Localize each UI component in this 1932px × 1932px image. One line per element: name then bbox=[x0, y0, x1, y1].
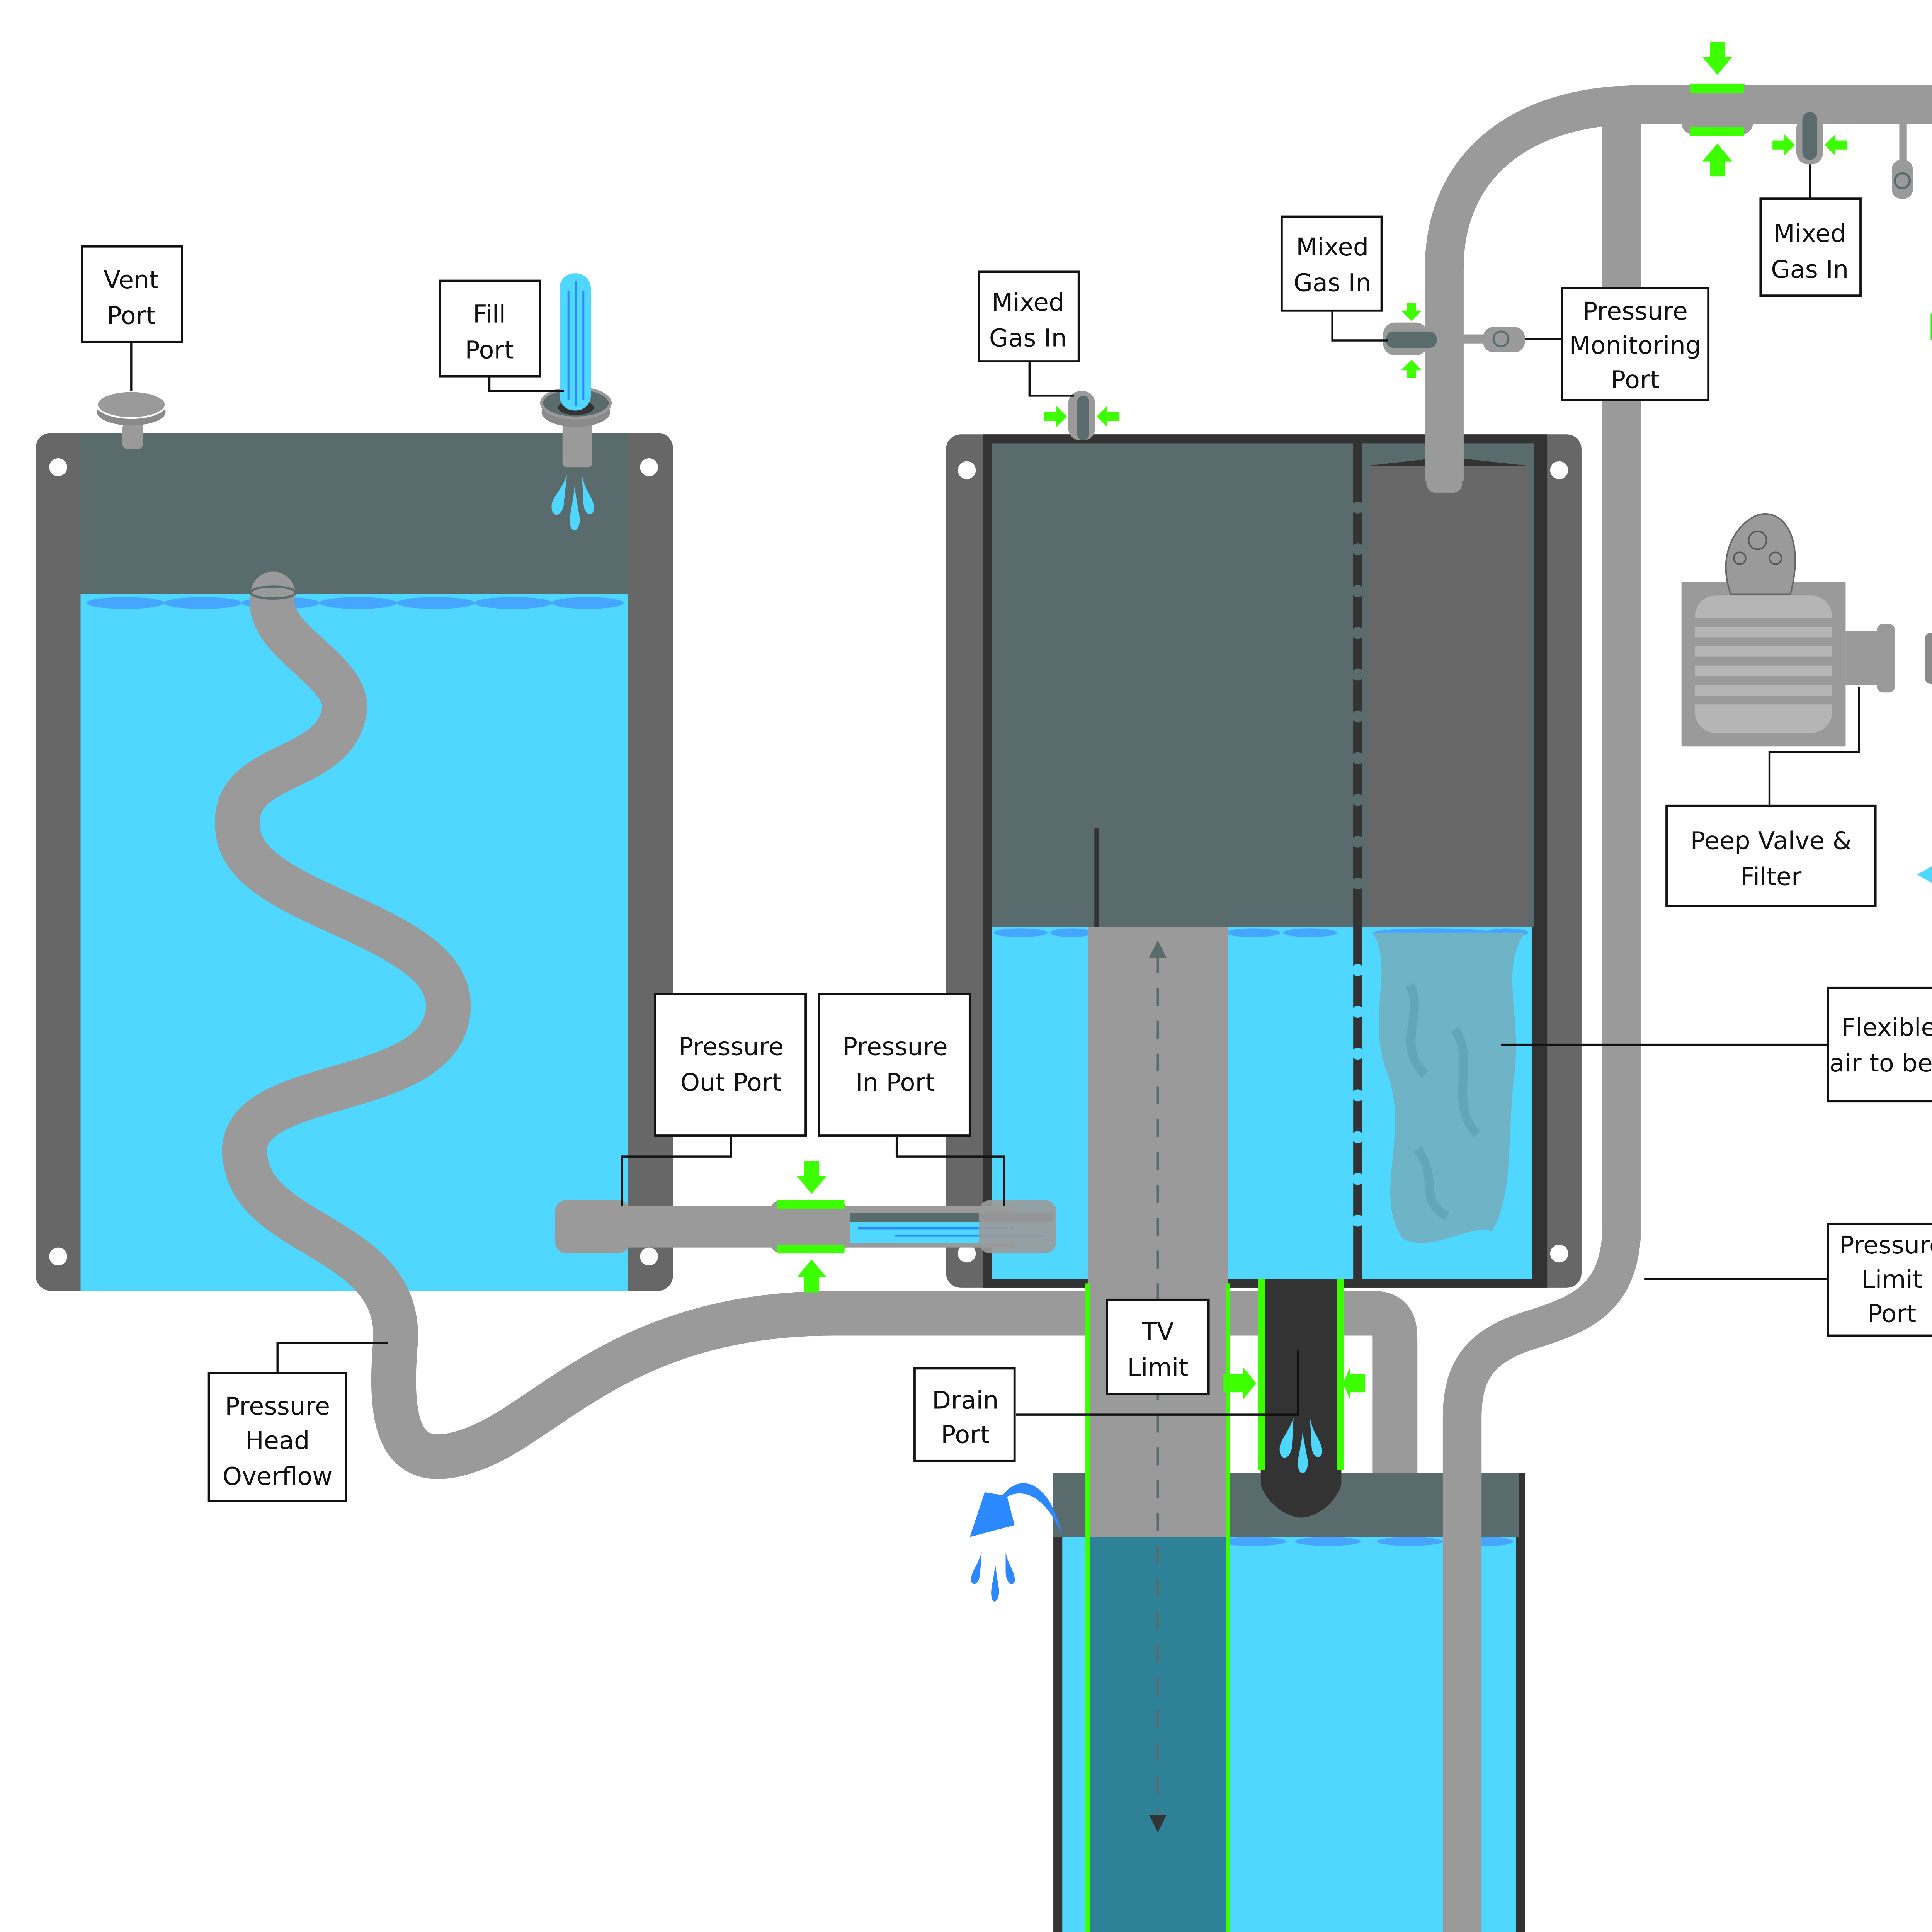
arrow-up-icon bbox=[1149, 940, 1167, 958]
gauge-icon bbox=[1492, 330, 1510, 347]
svg-text:Vent: Vent bbox=[104, 266, 159, 294]
mixed-gas-in-chamber[interactable] bbox=[1044, 391, 1119, 440]
svg-text:air to be inspired by patient: air to be inspired by patient bbox=[1830, 1049, 1932, 1078]
bag-air-section bbox=[1368, 466, 1528, 927]
mounting-holes bbox=[49, 458, 658, 1265]
label-fill-port: Fill Port bbox=[439, 279, 541, 378]
label-peep-valve: Peep Valve & Filter bbox=[1665, 804, 1877, 907]
mixed-gas-in-bag[interactable] bbox=[1383, 303, 1437, 378]
svg-text:TV: TV bbox=[1141, 1318, 1174, 1346]
label-mixed-gas-in-bag: Mixed Gas In bbox=[1280, 215, 1383, 312]
svg-text:Peep Valve &: Peep Valve & bbox=[1690, 827, 1852, 855]
svg-text:Port: Port bbox=[1867, 1300, 1916, 1328]
curved-arrow-icon bbox=[969, 1483, 1063, 1602]
label-vent-port: Vent Port bbox=[81, 245, 183, 343]
arrow-down-icon bbox=[1149, 1814, 1167, 1833]
svg-text:Out Port: Out Port bbox=[680, 1068, 782, 1097]
svg-text:Pressure: Pressure bbox=[225, 1392, 330, 1421]
label-pressure-monitoring-port: Pressure Monitoring Port bbox=[1561, 287, 1710, 401]
svg-text:Limit: Limit bbox=[1861, 1265, 1922, 1294]
svg-text:Head: Head bbox=[245, 1427, 310, 1455]
label-drain-port: Drain Port bbox=[913, 1367, 1016, 1462]
svg-text:Port: Port bbox=[1611, 366, 1660, 395]
svg-text:Mixed: Mixed bbox=[992, 288, 1064, 317]
svg-text:Gas In: Gas In bbox=[989, 324, 1067, 352]
svg-text:In Port: In Port bbox=[855, 1068, 935, 1097]
svg-text:Mixed: Mixed bbox=[1774, 219, 1846, 248]
label-mixed-gas-in-chamber: Mixed Gas In bbox=[978, 270, 1080, 362]
label-pressure-in-port: Pressure In Port bbox=[818, 993, 971, 1137]
pressure-limit-pipe bbox=[1442, 119, 1641, 1932]
label-pressure-head-overflow: Pressure Head Overflow bbox=[207, 1372, 347, 1502]
ventilator-chamber bbox=[946, 434, 1582, 1288]
label-pressure-out-port: Pressure Out Port bbox=[654, 993, 807, 1137]
mounting-holes bbox=[957, 461, 1568, 1263]
exhale-direction-arrow-icon bbox=[1917, 866, 1932, 883]
inhalation-valve[interactable] bbox=[1681, 42, 1753, 177]
pressure-head-tank bbox=[36, 433, 673, 1291]
leader-lines bbox=[130, 164, 1860, 1416]
pressure-out-port[interactable] bbox=[555, 1200, 630, 1254]
water-drops-icon bbox=[1279, 1417, 1322, 1473]
svg-text:Monitoring: Monitoring bbox=[1570, 332, 1701, 360]
svg-text:Pressure: Pressure bbox=[1839, 1231, 1932, 1260]
pressure-in-port[interactable] bbox=[979, 1200, 1056, 1254]
vent-port[interactable] bbox=[96, 390, 167, 449]
gauge-icon[interactable] bbox=[1892, 119, 1913, 199]
svg-text:Overflow: Overflow bbox=[223, 1463, 332, 1491]
overflow-hose-return bbox=[1074, 1291, 1418, 1515]
svg-text:Gas In: Gas In bbox=[1294, 269, 1371, 298]
svg-text:Limit: Limit bbox=[1127, 1354, 1188, 1382]
peep-valve-filter[interactable] bbox=[1681, 513, 1932, 747]
svg-text:Drain: Drain bbox=[932, 1386, 998, 1415]
drain-port[interactable] bbox=[1223, 1279, 1366, 1518]
inhale-direction-arrow-icon bbox=[1930, 313, 1932, 340]
svg-text:Port: Port bbox=[941, 1420, 990, 1449]
label-pressure-limit-port: Pressure Limit Port bbox=[1827, 1222, 1932, 1337]
svg-text:Pressure: Pressure bbox=[843, 1033, 948, 1061]
inhalation-pipe bbox=[1425, 85, 1932, 481]
svg-text:Pressure: Pressure bbox=[1583, 297, 1688, 326]
water-drops-icon bbox=[551, 474, 594, 531]
svg-text:Pressure: Pressure bbox=[679, 1033, 784, 1061]
svg-text:Port: Port bbox=[107, 302, 156, 330]
svg-text:Mixed: Mixed bbox=[1296, 233, 1369, 262]
svg-text:Port: Port bbox=[465, 336, 514, 364]
fill-port[interactable] bbox=[540, 273, 612, 531]
label-mixed-gas-in-line: Mixed Gas In bbox=[1759, 197, 1862, 297]
svg-text:Gas In: Gas In bbox=[1771, 255, 1849, 284]
svg-text:Flexible bag that contains: Flexible bag that contains bbox=[1842, 1013, 1932, 1042]
label-flexible-bag: Flexible bag that contains air to be ins… bbox=[1827, 986, 1932, 1103]
overflow-hose bbox=[215, 571, 1119, 1479]
flexible-bag bbox=[1372, 932, 1525, 1243]
svg-text:Filter: Filter bbox=[1740, 862, 1802, 891]
mixed-gas-in-line[interactable] bbox=[1772, 112, 1847, 165]
exhaust-puff-icon bbox=[1725, 513, 1796, 595]
overflow-hose-inlet bbox=[249, 585, 297, 600]
bag-divider bbox=[1353, 443, 1362, 1279]
label-tv-limit: TV Limit bbox=[1106, 1298, 1210, 1395]
tv-limit-column bbox=[1085, 927, 1230, 1932]
chamber-air-space bbox=[992, 443, 1354, 927]
svg-text:Fill: Fill bbox=[473, 300, 506, 329]
pressure-port-tube bbox=[555, 1161, 1056, 1293]
pressure-monitoring-port[interactable] bbox=[1462, 327, 1525, 352]
